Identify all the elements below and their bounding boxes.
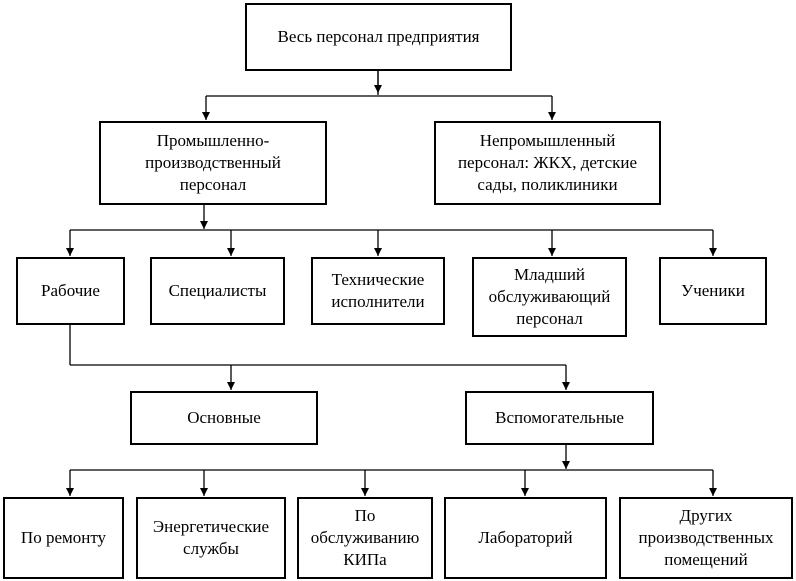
node-other-premises: Других производственных помещений [619,497,793,579]
node-junior-service-staff-label: Младший обслуживающий персонал [488,265,611,328]
node-industrial-personnel-label: Промышленно-производственный персонал [145,131,281,194]
node-energy-services: Энергетические службы [136,497,286,579]
node-industrial-personnel: Промышленно-производственный персонал [99,121,327,205]
node-apprentices: Ученики [659,257,767,325]
node-apprentices-label: Ученики [681,281,745,300]
node-main-workers-label: Основные [187,408,261,427]
node-energy-services-label: Энергетические службы [152,517,270,558]
node-auxiliary-workers: Вспомогательные [465,391,654,445]
node-workers-label: Рабочие [41,281,100,300]
node-non-industrial-personnel: Непромышленный персонал: ЖКХ, детские са… [434,121,661,205]
node-specialists-label: Специалисты [168,281,267,300]
node-root-label: Весь персонал предприятия [277,27,480,46]
node-repair-label: По ремонту [20,528,107,547]
node-junior-service-staff: Младший обслуживающий персонал [472,257,627,337]
node-laboratories: Лабораторий [444,497,607,579]
node-auxiliary-workers-label: Вспомогательные [495,408,624,427]
node-main-workers: Основные [130,391,318,445]
node-instrument-maintenance: По обслуживанию КИПа [297,497,433,579]
node-root: Весь персонал предприятия [245,3,512,71]
node-technical-staff: Технические исполнители [311,257,445,325]
node-technical-staff-label: Технические исполнители [331,270,425,311]
node-repair: По ремонту [3,497,124,579]
node-workers: Рабочие [16,257,125,325]
node-non-industrial-personnel-label: Непромышленный персонал: ЖКХ, детские са… [457,131,638,194]
node-instrument-maintenance-label: По обслуживанию КИПа [310,506,420,569]
node-laboratories-label: Лабораторий [478,528,573,547]
node-other-premises-label: Других производственных помещений [638,506,774,569]
node-specialists: Специалисты [150,257,285,325]
